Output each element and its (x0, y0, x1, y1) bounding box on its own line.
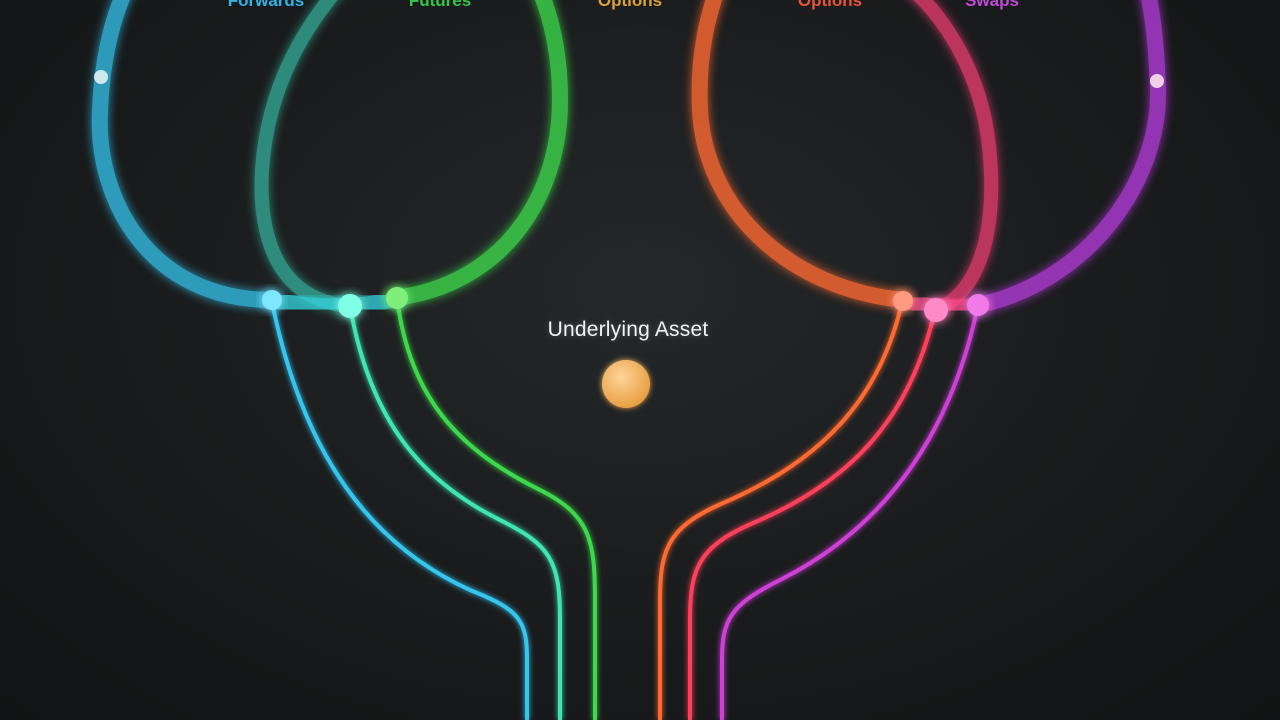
options-line (658, 301, 904, 720)
junction-node (967, 294, 989, 316)
forwards-loop (91, 0, 280, 308)
teal-loop (254, 0, 355, 313)
loop-end-node (1150, 74, 1164, 88)
top-label-futures: Futures (408, 0, 472, 10)
junction-node (338, 294, 362, 318)
underlying-asset-node (602, 360, 650, 408)
junction-node (924, 298, 948, 322)
futures-line (395, 297, 597, 720)
swaps-loop (972, 0, 1167, 313)
options-loop (691, 0, 913, 308)
red-loop (913, 0, 999, 317)
forwards-line (270, 301, 529, 720)
top-label-options-right: Options (797, 0, 863, 10)
underlying-asset-label: Underlying Asset (547, 318, 709, 341)
red-line (688, 309, 937, 720)
top-label-forwards: Forwards (227, 0, 305, 10)
futures-loop (387, 0, 569, 306)
top-label-options-left: Options (597, 0, 663, 10)
junction-node (262, 290, 282, 310)
teal-line (348, 305, 562, 720)
loop-bottom-arc-left (264, 290, 403, 315)
swaps-line (720, 304, 980, 720)
junction-node (386, 287, 408, 309)
loop-end-node (94, 70, 108, 84)
junction-node (893, 291, 913, 311)
top-label-swaps: Swaps (965, 0, 1019, 10)
